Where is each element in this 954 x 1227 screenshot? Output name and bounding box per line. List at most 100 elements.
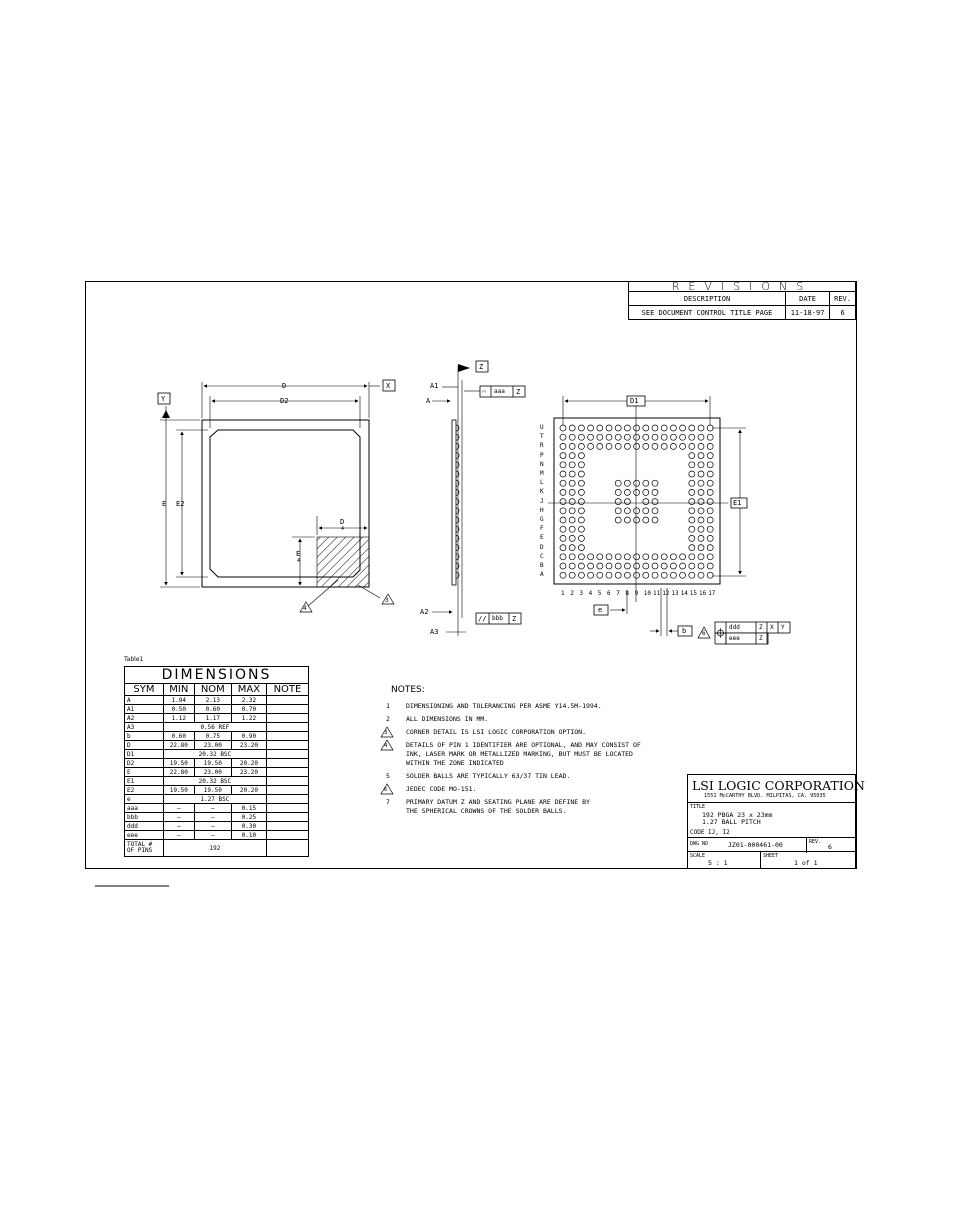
solder-ball (568, 443, 576, 450)
ball-column-label: 7 (616, 590, 620, 597)
solder-ball (697, 498, 705, 505)
solder-ball (688, 571, 696, 579)
solder-ball (651, 489, 659, 496)
dim-nom: – (193, 830, 232, 840)
solder-ball (624, 562, 631, 570)
dim-note (265, 821, 310, 831)
side-solder-ball (455, 571, 460, 579)
fcf1-ref-z: Z (759, 624, 763, 631)
solder-ball (559, 553, 567, 561)
dim-sym: E (124, 767, 164, 777)
dim-max: 0.30 (230, 821, 267, 831)
solder-ball (660, 571, 668, 579)
solder-ball (624, 498, 631, 505)
solder-ball (568, 516, 576, 524)
side-solder-ball (455, 544, 460, 551)
solder-ball (605, 571, 613, 579)
dim-min: 22.80 (162, 740, 195, 750)
dim-nom: 19.50 (193, 758, 232, 768)
solder-ball (633, 443, 640, 450)
solder-ball (679, 562, 686, 570)
dim-min: 19.50 (162, 758, 195, 768)
solder-ball (688, 507, 696, 515)
ball-row-label: J (540, 497, 544, 505)
solder-ball (688, 498, 696, 505)
dim-min: 22.80 (162, 767, 195, 777)
dim-d2-label: D2 (280, 397, 289, 405)
solder-ball (642, 433, 650, 441)
revisions-table: REVISIONS DESCRIPTION DATE REV. SEE DOCU… (628, 281, 856, 320)
ball-column-label: 9 (634, 590, 639, 597)
solder-ball (697, 535, 705, 542)
solder-ball (568, 489, 576, 496)
solder-ball (670, 571, 677, 579)
datum-y-label: Y (161, 395, 166, 403)
solder-ball (633, 489, 640, 496)
solder-ball (587, 433, 594, 441)
pitch-e-label: e (598, 606, 603, 614)
solder-ball (670, 553, 677, 561)
ball-row-label: A (540, 571, 544, 579)
dim-nom: 1.17 (193, 713, 232, 723)
callout-6: 6 (702, 630, 706, 637)
note-text: DETAILS OF PIN 1 IDENTIFIER ARE OPTIONAL… (406, 741, 641, 767)
solder-ball (688, 470, 696, 478)
fcf-top-symbol: ⌒ (482, 388, 487, 396)
ball-column-label: 17 (708, 590, 716, 597)
solder-ball (568, 525, 576, 533)
solder-ball (568, 535, 576, 542)
dim-max: 20.20 (230, 785, 267, 795)
dim-nom: 2.13 (193, 695, 232, 705)
solder-ball (706, 479, 714, 487)
note-text: SOLDER BALLS ARE TYPICALLY 63/37 TIN LEA… (406, 772, 571, 780)
ball-row-label: E (540, 534, 544, 542)
ball-column-label: 14 (680, 590, 688, 597)
solder-ball (559, 516, 567, 524)
top-view (157, 379, 396, 613)
ball-row-label: N (540, 460, 544, 468)
solder-ball (660, 424, 668, 432)
dim-e-label: E (162, 500, 167, 508)
dim-sym: b (124, 731, 164, 741)
solder-ball (670, 443, 677, 450)
solder-ball (679, 571, 686, 579)
note-number: 2 (386, 715, 390, 723)
ball-column-label: 16 (699, 590, 707, 597)
solder-ball (559, 507, 567, 515)
dim-note (265, 704, 310, 714)
dim-a3-label: A3 (430, 628, 439, 636)
dim-note (265, 812, 310, 822)
dim-max: 0.90 (230, 731, 267, 741)
dim-nom: 19.50 (193, 785, 232, 795)
solder-ball (633, 516, 640, 524)
solder-ball (660, 443, 668, 450)
dim-sym: E2 (124, 785, 164, 795)
solder-ball (688, 535, 696, 542)
solder-ball (670, 424, 677, 432)
solder-ball (624, 443, 631, 450)
side-solder-ball (455, 553, 460, 561)
dim-note (265, 776, 310, 786)
dimensions-header: NOTE (265, 683, 310, 696)
dim-min: 0.56 REF (162, 722, 267, 732)
solder-ball (559, 479, 567, 487)
bottom-view (548, 395, 791, 645)
solder-ball (568, 553, 576, 561)
note-flag-icon (380, 739, 394, 751)
dim-min: 0.50 (162, 704, 195, 714)
solder-ball (688, 452, 696, 459)
dim-sym: e (124, 794, 164, 804)
dim-e1-label: E1 (733, 499, 742, 507)
note-number: 1 (386, 702, 390, 710)
dim-min: – (162, 803, 195, 813)
solder-ball (642, 489, 650, 496)
solder-ball (578, 424, 585, 432)
solder-ball (605, 433, 613, 441)
solder-ball (679, 433, 686, 441)
